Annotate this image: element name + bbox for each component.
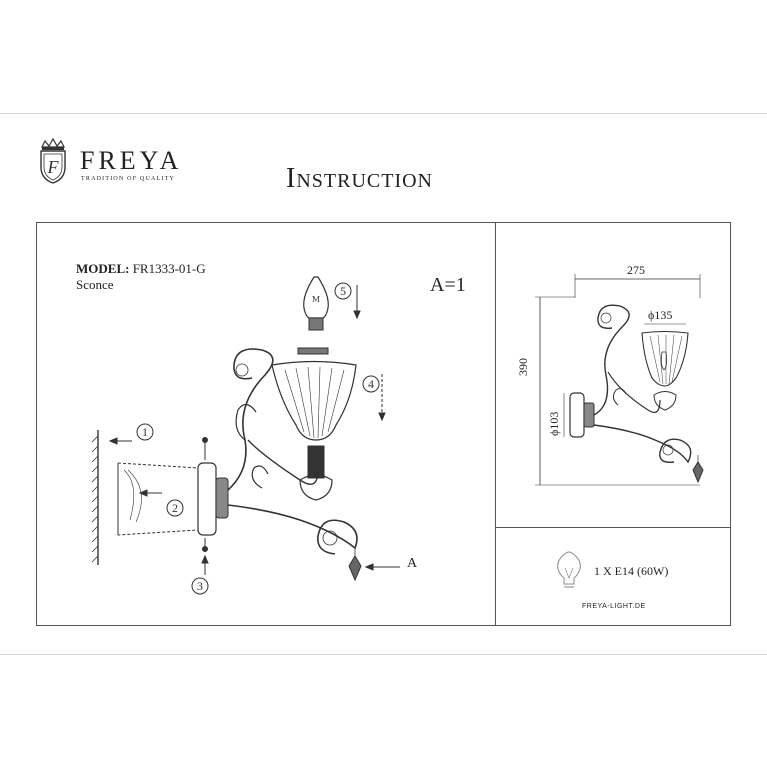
page-title: Instruction (286, 163, 433, 194)
product-type: Sconce (76, 277, 114, 292)
bulb-spec-panel (496, 528, 731, 626)
step-markers (136, 282, 380, 595)
model-code: FR1333-01-G (132, 261, 206, 276)
part-a-label: A (407, 556, 418, 571)
glass-shade (271, 360, 357, 441)
brand-tagline: TRADITION OF QUALITY (81, 176, 175, 182)
scroll-arm-lower (227, 504, 358, 555)
scroll-arm-upper (227, 348, 274, 491)
instruction-sheet (0, 113, 767, 655)
step-2: 2 (172, 501, 178, 515)
width-dimension: 275 (627, 263, 645, 277)
wall-hatch (91, 435, 99, 563)
dimensions-panel (496, 222, 731, 528)
quantity-note: A=1 (430, 274, 466, 296)
shade-diameter: ϕ135 (648, 308, 673, 322)
brand-name: FREYA (80, 146, 183, 175)
model-label: MODEL: (76, 261, 130, 276)
assembly-panel (36, 222, 496, 626)
step-1: 1 (142, 425, 148, 439)
model-line: MODEL: FR1333-01-G (76, 261, 206, 277)
shade-ring (297, 347, 329, 355)
website: FREYA-LIGHT.DE (582, 603, 646, 610)
step-3: 3 (197, 579, 203, 593)
step-5: 5 (340, 284, 346, 298)
crystal-pendant (348, 555, 362, 582)
freya-crest-logo: F (40, 137, 66, 184)
candle-socket (307, 445, 325, 479)
step-4: 4 (368, 377, 374, 391)
bulb-spec: 1 X E14 (60W) (594, 564, 669, 578)
svg-text:F: F (47, 157, 60, 177)
svg-text:M: M (312, 295, 320, 304)
candle-cup (299, 474, 333, 501)
